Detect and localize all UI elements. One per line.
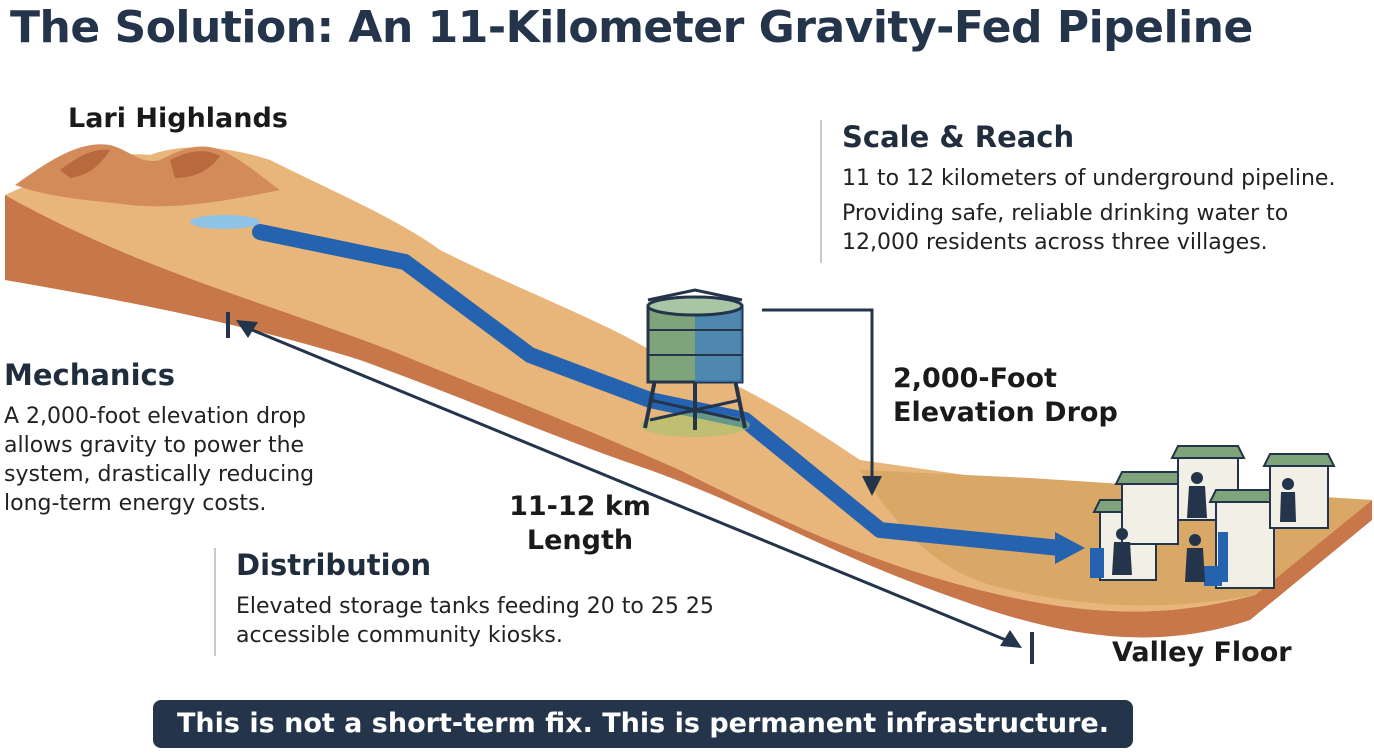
pipeline-arrowhead <box>1055 532 1085 564</box>
length-line1: 11-12 km <box>509 491 651 522</box>
scale-reach-block: Scale & Reach 11 to 12 kilometers of und… <box>820 120 1372 263</box>
page-title: The Solution: An 11-Kilometer Gravity-Fe… <box>10 2 1253 53</box>
label-elevation-drop: 2,000-Foot Elevation Drop <box>893 362 1118 430</box>
mechanics-block: Mechanics A 2,000-foot elevation drop al… <box>4 358 364 524</box>
elevation-drop-line1: 2,000-Foot <box>893 363 1057 394</box>
distribution-block: Distribution Elevated storage tanks feed… <box>214 548 736 656</box>
kiosk <box>1262 453 1336 529</box>
label-length: 11-12 km Length <box>500 490 660 558</box>
length-line2: Length <box>526 525 634 556</box>
person-icon <box>1112 528 1132 575</box>
bottom-banner: This is not a short-term fix. This is pe… <box>153 700 1133 748</box>
water-tower <box>640 288 750 437</box>
elevation-drop-line2: Elevation Drop <box>893 397 1118 428</box>
community-kiosks <box>1090 445 1336 589</box>
elevation-drop-arrow <box>762 308 874 480</box>
pipeline-diagram <box>5 144 1372 664</box>
scale-heading: Scale & Reach <box>842 120 1075 154</box>
label-valley-floor: Valley Floor <box>1112 637 1292 668</box>
mechanics-heading: Mechanics <box>4 358 175 392</box>
person-icon <box>1280 478 1296 522</box>
scale-line1: 11 to 12 kilometers of underground pipel… <box>842 166 1336 191</box>
label-lari-highlands: Lari Highlands <box>68 103 288 134</box>
mechanics-body: A 2,000-foot elevation drop allows gravi… <box>4 404 315 516</box>
person-icon <box>1187 472 1207 518</box>
scale-line2: Providing safe, reliable drinking water … <box>842 201 1289 255</box>
water-source <box>190 215 260 229</box>
kiosk <box>1114 471 1186 545</box>
length-arrow <box>239 323 1019 647</box>
distribution-body: Elevated storage tanks feeding 20 to 25 … <box>236 594 714 648</box>
distribution-heading: Distribution <box>236 548 432 582</box>
person-icon <box>1185 534 1205 582</box>
